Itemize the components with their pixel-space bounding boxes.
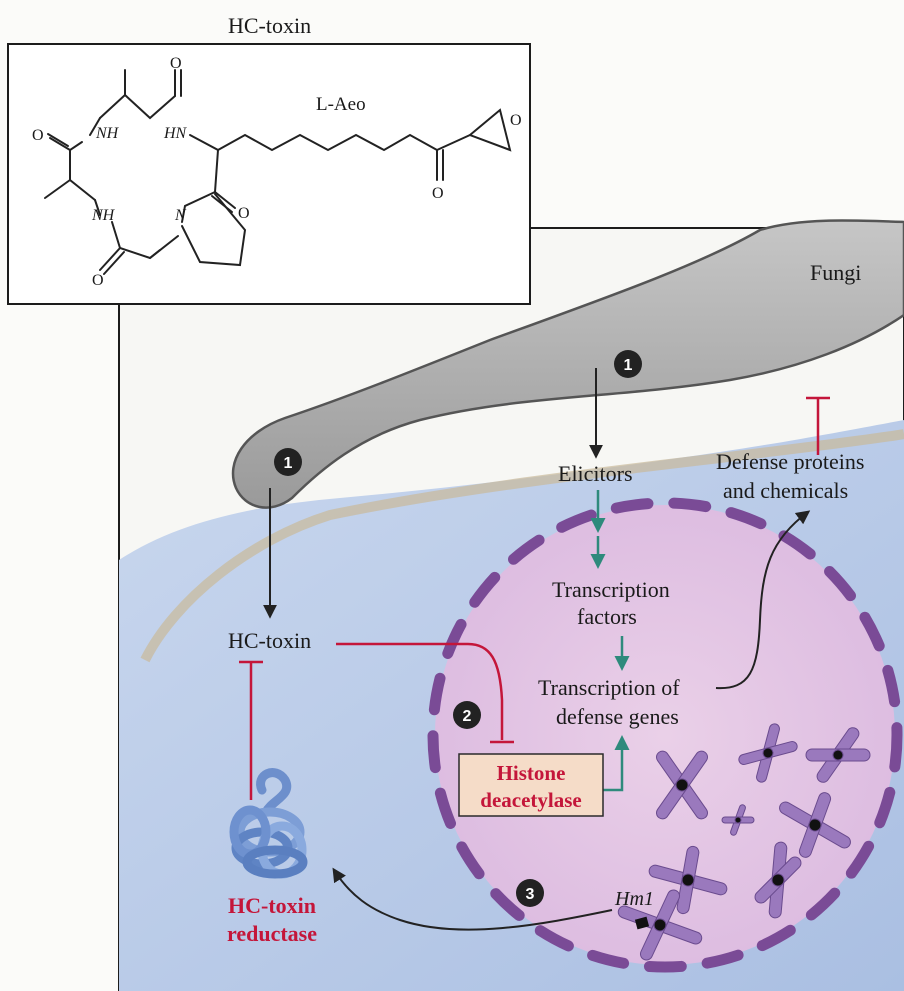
hm1-gene-label: Hm1	[614, 888, 654, 910]
hc-toxin-inhibits-hdac	[336, 642, 504, 740]
atom-label-o-4: O	[92, 272, 104, 289]
svg-text:3: 3	[526, 886, 535, 903]
arrow-defense-genes-to-proteins	[715, 510, 811, 690]
step-1-badge-left: 1	[274, 448, 302, 476]
arrow-hm1-to-reductase	[332, 867, 613, 931]
atom-label-o-5: O	[432, 185, 444, 202]
atom-label-o-6: O	[510, 112, 522, 129]
defense-genes-line-2: defense genes	[556, 704, 679, 729]
hc-toxin-label: HC-toxin	[228, 628, 311, 653]
atom-label-nh-1: NH	[95, 125, 120, 142]
step-2-badge: 2	[453, 701, 481, 729]
reductase-line-2: reductase	[227, 921, 317, 946]
defense-proteins-line-2: and chemicals	[723, 478, 848, 503]
fungal-hypha	[231, 219, 904, 509]
chromosome	[617, 889, 703, 961]
chromosomes	[617, 723, 871, 961]
transcription-factors-line-2: factors	[577, 604, 637, 629]
histone-deacetylase-line-1: Histone	[497, 761, 566, 785]
residue-label: L-Aeo	[316, 94, 366, 115]
nuclear-envelope	[427, 497, 903, 973]
step-3-badge: 3	[516, 879, 544, 907]
step-1-badge-right: 1	[614, 350, 642, 378]
hc-toxin-reductase-protein	[229, 768, 308, 879]
inhibition-links	[239, 396, 830, 800]
atom-label-n: N	[174, 207, 187, 224]
histone-deacetylase-line-2: deacetylase	[480, 788, 581, 812]
svg-text:2: 2	[463, 708, 472, 725]
cell-wall	[140, 429, 904, 663]
chromosome	[721, 804, 755, 836]
transcription-factors-line-1: Transcription	[552, 577, 670, 602]
atom-label-o-3: O	[238, 205, 250, 222]
chromosome	[779, 792, 851, 858]
chromosome	[754, 841, 802, 919]
defense-proteins-line-1: Defense proteins	[716, 449, 864, 474]
atom-label-o-1: O	[170, 55, 182, 72]
structure-box	[7, 43, 531, 305]
atom-label-nh-2: NH	[91, 207, 116, 224]
chemical-structure	[44, 69, 512, 275]
histone-deacetylase-box	[458, 753, 604, 817]
chromosome	[738, 723, 798, 783]
atom-label-hn: HN	[163, 125, 188, 142]
reductase-line-1: HC-toxin	[228, 893, 316, 918]
svg-text:1: 1	[624, 357, 633, 374]
fungi-label: Fungi	[810, 260, 861, 285]
chromosome	[648, 845, 728, 915]
structure-title: HC-toxin	[228, 13, 311, 38]
chromosome	[655, 750, 709, 820]
arrow-hdac-to-defense-genes	[603, 735, 630, 792]
elicitors-label: Elicitors	[558, 461, 633, 486]
atom-label-o-2: O	[32, 127, 44, 144]
hm1-locus-marker	[634, 916, 650, 930]
defense-genes-line-1: Transcription of	[538, 675, 680, 700]
chromosome	[805, 727, 871, 783]
svg-text:1: 1	[284, 455, 293, 472]
